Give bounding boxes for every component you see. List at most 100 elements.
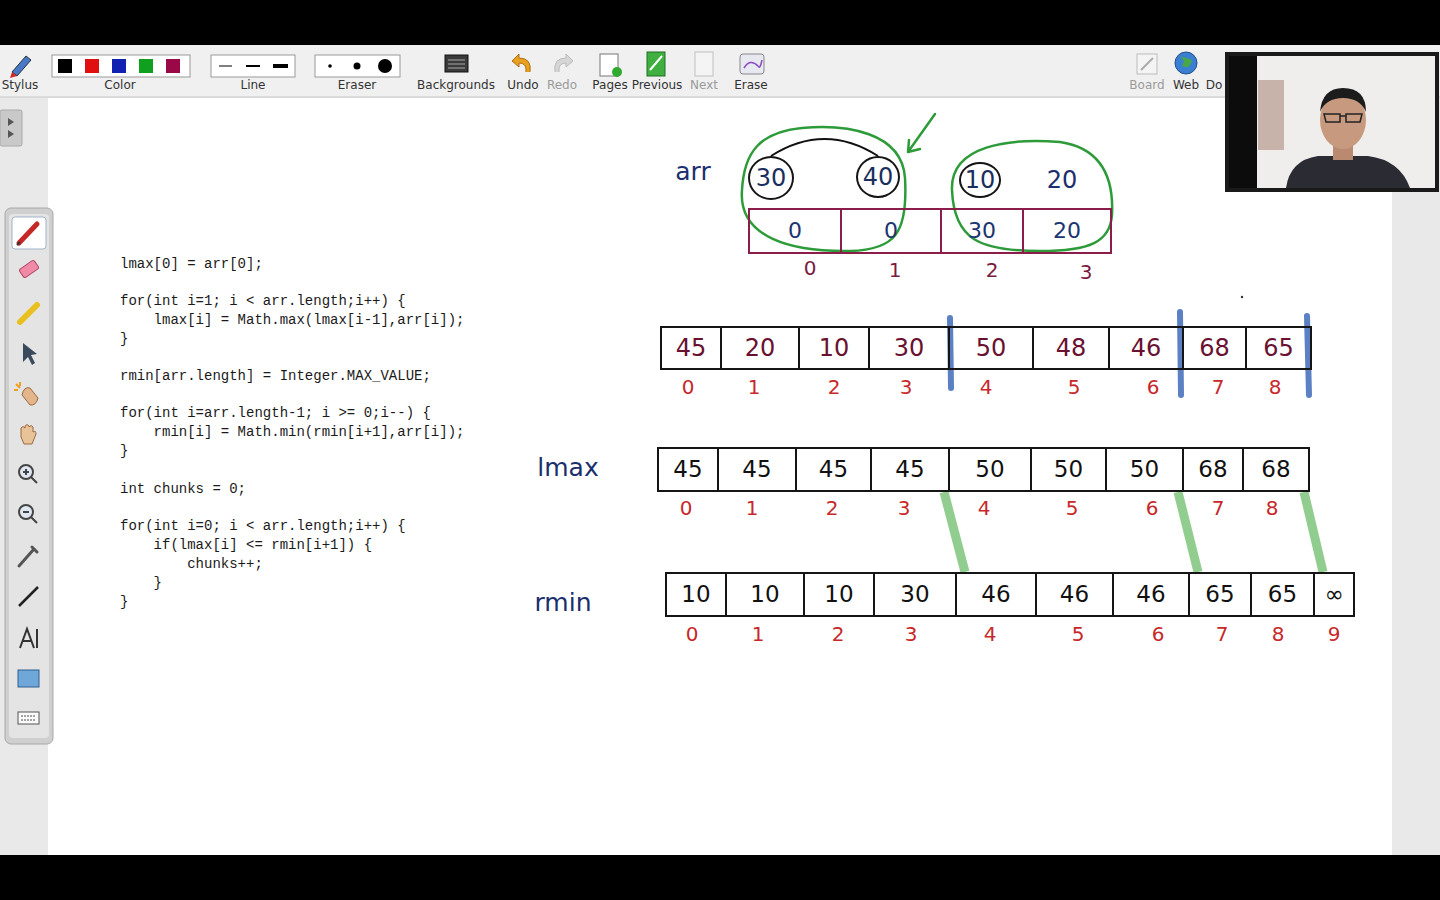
text-tool-icon bbox=[20, 629, 37, 648]
cell-value: 46 bbox=[1131, 335, 1162, 361]
code-line: } bbox=[120, 331, 128, 348]
toolbar-icons bbox=[10, 52, 1197, 78]
selected-tool-highlight bbox=[12, 217, 46, 249]
webcam-dark-edge bbox=[1229, 56, 1257, 188]
cell-value: 48 bbox=[1056, 335, 1087, 361]
touch-hand-icon bbox=[22, 388, 38, 405]
whiteboard-ink bbox=[742, 114, 1309, 395]
line-width-sample bbox=[273, 64, 288, 68]
circled-number: 40 bbox=[863, 164, 894, 190]
toolbar-label: Eraser bbox=[338, 78, 376, 92]
cell-value: 65 bbox=[1205, 582, 1234, 607]
webcam-frame bbox=[1225, 52, 1439, 192]
pen-icon bbox=[19, 224, 37, 243]
toolbar-label: Color bbox=[104, 78, 135, 92]
line-box bbox=[211, 55, 295, 77]
toolbar-label: Board bbox=[1129, 78, 1164, 92]
index-number: 6 bbox=[1146, 496, 1159, 520]
toolbar-label: Web bbox=[1173, 78, 1199, 92]
bottom-black-bar bbox=[0, 855, 1440, 900]
array-cell: ∞ bbox=[1313, 572, 1355, 617]
index-number: 6 bbox=[1152, 622, 1165, 646]
cell-value: 45 bbox=[676, 335, 707, 361]
array-cell: 65 bbox=[1250, 572, 1315, 617]
index-number: 3 bbox=[905, 622, 918, 646]
cell-value: 10 bbox=[750, 582, 779, 607]
toolbar-label: Pages bbox=[592, 78, 627, 92]
zoom-in-marks bbox=[23, 469, 37, 483]
index-number: 6 bbox=[1147, 375, 1160, 399]
cell-value: 65 bbox=[1263, 335, 1294, 361]
index-number: 8 bbox=[1266, 496, 1279, 520]
cell-value: 30 bbox=[968, 219, 996, 243]
backgrounds-icon bbox=[445, 55, 468, 72]
index-number: 1 bbox=[752, 622, 765, 646]
undo-icon bbox=[512, 54, 530, 72]
previous-icon-mark bbox=[650, 56, 662, 70]
code-line: lmax[0] = arr[0]; bbox=[120, 256, 263, 273]
array-cell: 20 bbox=[720, 326, 800, 370]
web-globe-icon bbox=[1175, 52, 1197, 74]
index-number: 1 bbox=[889, 258, 902, 282]
color-swatch bbox=[85, 59, 99, 73]
toolbar-label: Next bbox=[690, 78, 718, 92]
pipette-icon bbox=[19, 547, 37, 566]
highlight-stroke bbox=[944, 492, 965, 572]
index-number: 4 bbox=[978, 496, 991, 520]
array-cell: 0 bbox=[748, 208, 842, 254]
keyboard-icon bbox=[18, 712, 39, 724]
code-line: rmin[i] = Math.min(rmin[i+1],arr[i]); bbox=[120, 424, 464, 441]
array-cell: 46 bbox=[955, 572, 1037, 617]
keyboard-keys bbox=[21, 716, 36, 720]
highlight-stroke bbox=[1178, 492, 1198, 572]
board-icon bbox=[1137, 54, 1157, 74]
pan-hand-icon bbox=[21, 425, 36, 445]
toolbar-label: Erase bbox=[734, 78, 768, 92]
code-line: } bbox=[120, 443, 128, 460]
cell-value: ∞ bbox=[1324, 582, 1343, 607]
cell-value: 50 bbox=[976, 335, 1007, 361]
line-tool-icon bbox=[19, 587, 38, 606]
number-circle: 40 bbox=[856, 156, 900, 198]
index-number: 0 bbox=[804, 256, 817, 280]
number-circle: 10 bbox=[959, 162, 1002, 198]
array-cell: 30 bbox=[940, 208, 1024, 254]
value-note: 20 bbox=[1047, 166, 1078, 195]
toolbar-label: Backgrounds bbox=[417, 78, 495, 92]
canvas-surround bbox=[0, 98, 1440, 855]
cell-value: 50 bbox=[1054, 457, 1083, 482]
eraser-size-dot bbox=[378, 59, 392, 73]
cell-value: 65 bbox=[1268, 582, 1297, 607]
index-number: 8 bbox=[1269, 375, 1282, 399]
array-cell: 46 bbox=[1112, 572, 1190, 617]
palette-inner bbox=[9, 214, 49, 738]
board-icon-pen bbox=[1141, 58, 1153, 70]
array-cell: 50 bbox=[1030, 447, 1107, 492]
index-number: 5 bbox=[1066, 496, 1079, 520]
code-line: for(int i=1; i < arr.length;i++) { bbox=[120, 293, 406, 310]
side-tab bbox=[0, 110, 22, 146]
pen-tip bbox=[17, 242, 20, 245]
array-name: rmin bbox=[535, 588, 592, 618]
curve-connector bbox=[771, 139, 878, 156]
code-line: rmin[arr.length] = Integer.MAX_VALUE; bbox=[120, 368, 431, 385]
pages-plus-dot bbox=[612, 67, 622, 77]
color-swatch bbox=[166, 59, 180, 73]
index-number: 7 bbox=[1216, 622, 1229, 646]
cell-value: 46 bbox=[1060, 582, 1089, 607]
zoom-out-marks bbox=[23, 512, 37, 523]
array-cell: 10 bbox=[803, 572, 875, 617]
array-cell: 46 bbox=[1035, 572, 1114, 617]
index-number: 1 bbox=[748, 375, 761, 399]
index-number: 2 bbox=[832, 622, 845, 646]
circled-number: 30 bbox=[756, 165, 787, 191]
cell-value: 10 bbox=[681, 582, 710, 607]
eraser-icon bbox=[19, 260, 39, 279]
toolbar-label: Redo bbox=[547, 78, 577, 92]
erase-icon-scribble bbox=[744, 60, 762, 68]
toolbar-label: Previous bbox=[632, 78, 683, 92]
person-hair bbox=[1320, 88, 1366, 112]
group-ellipse bbox=[952, 141, 1112, 251]
